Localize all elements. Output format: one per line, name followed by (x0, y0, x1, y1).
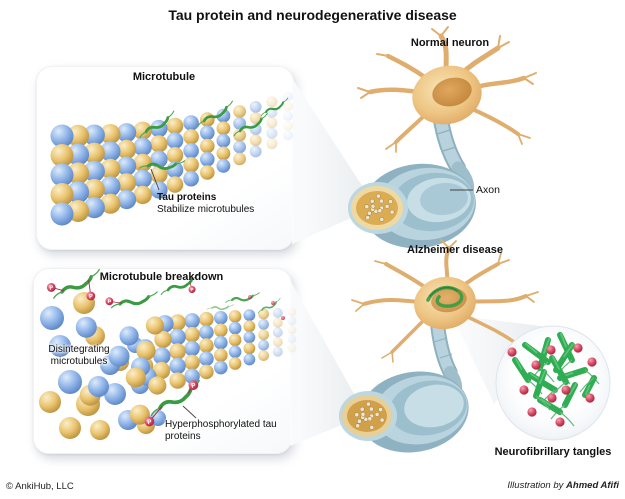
tau-proteins-label: Tau proteins Stabilize microtubules (157, 192, 254, 216)
neuron-soma (414, 276, 476, 330)
tau-proteins-sublabel: Stabilize microtubules (157, 204, 255, 215)
copyright-text: © AnkiHub, LLC (6, 481, 74, 492)
myelinated-axon-art (339, 371, 469, 453)
axon-cross-section-microtubule-dots (364, 193, 395, 222)
alzheimer-neuron-art (339, 239, 539, 453)
hyperphosphorylated-tau-label: Hyperphosphorylated tau proteins (165, 419, 277, 442)
neurofibrillary-tangles-label: Neurofibrillary tangles (494, 446, 612, 458)
zoom-wedge-tangles (452, 315, 549, 404)
credit-name: Ahmed Afifi (566, 480, 619, 491)
microtubule-panel-title: Microtubule (132, 71, 196, 83)
credit-prefix: Illustration by (507, 480, 567, 491)
alzheimer-disease-label: Alzheimer disease (407, 244, 503, 256)
disintegrating-microtubules-label: Disintegrating microtubules (48, 344, 110, 367)
illustration-credit: Illustration by Ahmed Afifi (507, 480, 619, 492)
axon-label: Axon (476, 184, 500, 196)
microtubule-panel (36, 66, 294, 250)
tangle-in-soma-icon (426, 285, 464, 308)
tangle-filaments (512, 332, 600, 427)
breakdown-panel-title: Microtubule breakdown (99, 271, 224, 283)
page-title: Tau protein and neurodegenerative diseas… (168, 7, 457, 23)
zoom-wedge-alzheimer-axon (290, 280, 366, 446)
tangle-phosphate-dots (507, 343, 597, 427)
normal-neuron-art (348, 26, 537, 249)
neuron-nucleus (432, 77, 472, 107)
neuron-soma (412, 65, 482, 125)
myelinated-axon-art (348, 163, 476, 249)
zoom-wedge-normal-axon (292, 78, 376, 244)
neuron-nucleus (431, 287, 467, 313)
tau-proteins-label-bold: Tau proteins (157, 192, 217, 203)
neurofibrillary-tangles-art (495, 325, 611, 441)
axon-initial-segment (433, 112, 466, 176)
normal-neuron-label: Normal neuron (410, 37, 490, 49)
axon-cross-section-microtubule-dots (354, 401, 385, 430)
